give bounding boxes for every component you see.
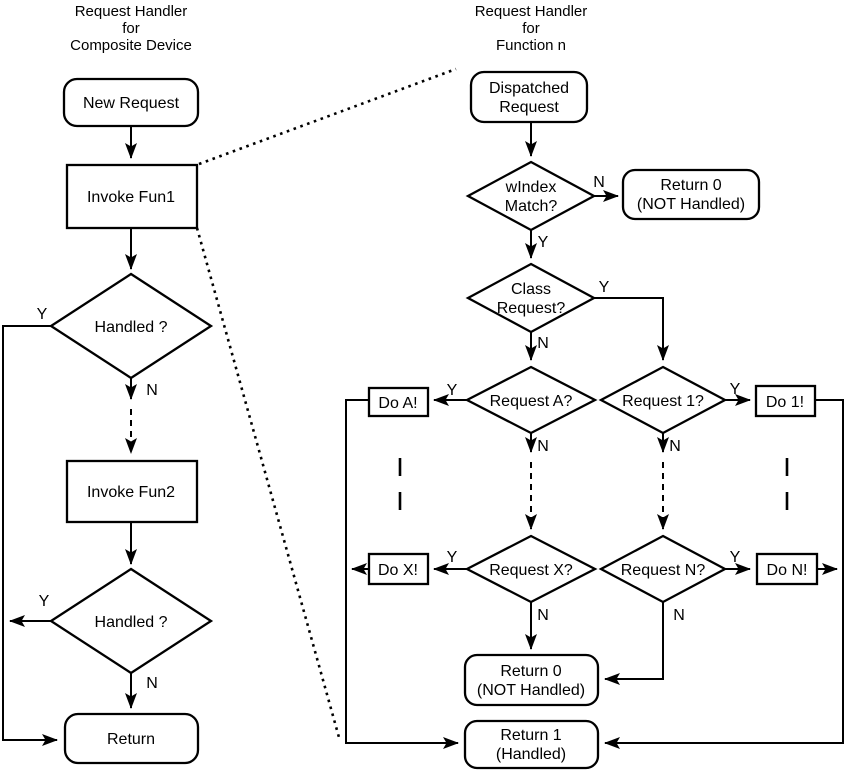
invoke-fun2-label: Invoke Fun2	[87, 484, 175, 501]
request-1-label: Request 1?	[622, 393, 704, 410]
invoke-fun2-node	[65, 459, 199, 524]
right-title-line3: Function n	[496, 37, 566, 54]
invoke-fun1-node	[65, 163, 199, 230]
request-a-label: Request A?	[490, 393, 573, 410]
return0-bottom-label2: (NOT Handled)	[477, 682, 585, 699]
request-x-no-label: N	[537, 607, 549, 624]
function-n-flowchart: Request Handler for Function n Dispatche…	[345, 3, 844, 770]
handled2-no-label: N	[146, 675, 158, 692]
do-a-node	[367, 386, 430, 418]
invoke-fun1-label: Invoke Fun1	[87, 189, 175, 206]
class-request-decision	[465, 262, 597, 334]
request-x-label: Request X?	[489, 562, 573, 579]
return0-bottom-label1: Return 0	[500, 663, 561, 680]
do-x-label: Do X!	[378, 562, 418, 579]
handled1-label: Handled ?	[95, 319, 168, 336]
request-x-yes-label: Y	[447, 549, 458, 566]
do-n-label: Do N!	[767, 562, 808, 579]
class-no-label: N	[537, 335, 549, 352]
windex-label1: wIndex	[505, 179, 557, 196]
return0-top-node	[621, 168, 761, 221]
request-n-yes-label: Y	[730, 549, 741, 566]
dispatched-request-label1: Dispatched	[489, 80, 569, 97]
edge-requestn-no-to-return0	[604, 602, 664, 685]
return0-bottom-node	[463, 653, 600, 707]
return-node	[63, 712, 200, 765]
edge-handled1-yes-to-return	[2, 325, 58, 746]
handled2-label: Handled ?	[95, 614, 168, 631]
return-label: Return	[107, 731, 155, 748]
handled2-yes-label: Y	[39, 593, 50, 610]
left-title-line3: Composite Device	[70, 37, 192, 54]
do-a-label: Do A!	[378, 395, 417, 412]
return1-label1: Return 1	[500, 727, 561, 744]
request-1-yes-label: Y	[730, 381, 741, 398]
windex-no-label: N	[593, 174, 605, 191]
composite-device-flowchart: Request Handler for Composite Device New…	[2, 3, 214, 765]
do-1-label: Do 1!	[766, 394, 804, 411]
new-request-label: New Request	[83, 95, 180, 112]
zoom-connector-top	[198, 67, 457, 166]
windex-label2: Match?	[505, 198, 558, 215]
handled1-no-label: N	[146, 382, 158, 399]
return0-top-label2: (NOT Handled)	[637, 196, 745, 213]
class-request-label1: Class	[511, 281, 551, 298]
do-1-node	[754, 384, 817, 418]
windex-yes-label: Y	[538, 234, 549, 251]
class-request-label2: Request?	[497, 300, 566, 317]
request-a-yes-label: Y	[447, 382, 458, 399]
return1-label2: (Handled)	[496, 746, 566, 763]
edge-do1-to-return1	[604, 399, 844, 749]
edge-doa-to-return1	[345, 399, 459, 749]
return0-top-label1: Return 0	[660, 177, 721, 194]
left-title-line2: for	[122, 20, 140, 37]
request-a-no-label: N	[537, 438, 549, 455]
left-title-line1: Request Handler	[75, 3, 188, 20]
right-title-line2: for	[522, 20, 540, 37]
request-n-no-label: N	[673, 607, 685, 624]
request-1-no-label: N	[669, 438, 681, 455]
zoom-connector-bottom	[195, 227, 342, 742]
do-n-node	[755, 552, 819, 586]
return1-node	[463, 719, 600, 770]
right-title-line1: Request Handler	[475, 3, 588, 20]
windex-match-decision	[465, 160, 597, 232]
class-yes-label: Y	[599, 279, 610, 296]
dispatched-request-node	[469, 70, 589, 124]
edge-class-yes-to-request1	[594, 297, 669, 361]
do-x-node	[367, 552, 430, 586]
dispatched-request-label2: Request	[499, 99, 559, 116]
handled1-yes-label: Y	[37, 306, 48, 323]
request-n-label: Request N?	[621, 562, 706, 579]
